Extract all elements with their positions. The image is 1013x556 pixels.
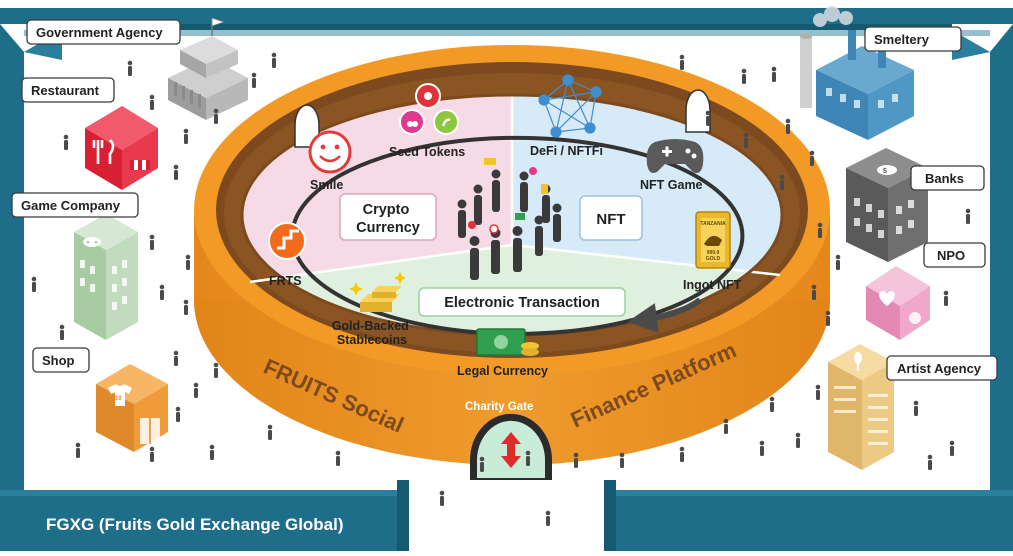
defi-nftfi-label: DeFi / NFTFi (530, 144, 603, 158)
frts-icon (268, 222, 306, 260)
microphone-icon (854, 352, 862, 371)
factory-icon (826, 88, 898, 108)
game-company-label: Game Company (21, 198, 121, 213)
svg-text:GOLD: GOLD (706, 256, 721, 262)
ingot-nft-label: Ingot NFT (683, 278, 742, 292)
shop-label: Shop (42, 353, 75, 368)
electronic-label-box (418, 287, 626, 317)
ingot-icon: TANZANIA 999.9 GOLD (695, 211, 731, 269)
restaurant-building[interactable] (85, 106, 158, 190)
nft-game-label: NFT Game (640, 178, 703, 192)
network-icon (538, 74, 602, 138)
legal-currency-label: Legal Currency (457, 364, 548, 378)
banks-label: Banks (925, 171, 964, 186)
electronic-section (242, 245, 782, 335)
restaurant-label: Restaurant (31, 83, 100, 98)
cycle-track (290, 135, 745, 336)
nft-label-box (579, 195, 643, 241)
page-title: FGXG (Fruits Gold Exchange Global) (46, 515, 344, 534)
electronic-transaction-label: Electronic Transaction (444, 295, 600, 311)
frts-label: FRTS (269, 274, 302, 288)
npo-building[interactable] (866, 266, 930, 340)
gamepad-icon (83, 237, 101, 247)
game-company-building[interactable] (74, 214, 138, 340)
seed-tokens-label: Seed Tokens (389, 145, 465, 159)
artist-agency-building[interactable] (828, 344, 894, 470)
artist-agency-label-box (886, 355, 998, 381)
gate-arrow-icon (501, 432, 521, 468)
crypto-label-box (339, 193, 437, 241)
crowd (31, 52, 971, 526)
smile-icon (308, 130, 352, 174)
smile-label: Smile (310, 178, 343, 192)
central-people (457, 158, 562, 280)
artist-agency-label: Artist Agency (897, 361, 982, 376)
bottom-wall (0, 480, 1013, 551)
banks-building[interactable]: $ (846, 148, 928, 262)
seed-tokens-icon (399, 83, 459, 135)
shop-building[interactable]: 10 (96, 364, 168, 452)
tshirt-icon: 10 (108, 384, 132, 406)
government-agency-label-box (26, 19, 181, 45)
crypto-currency-label: Crypto Currency (356, 202, 420, 236)
heart-hand-icon (879, 291, 895, 306)
money-bag-icon: $ (877, 165, 897, 175)
smeltery-label-box (864, 26, 962, 52)
nft-label: NFT (596, 211, 625, 228)
shop-label-box (32, 347, 90, 373)
gold-bars-icon (349, 272, 406, 312)
ring-arches (294, 89, 711, 148)
gamepad-icon (646, 139, 704, 173)
charity-gate-label: Charity Gate (465, 401, 533, 413)
cycle-arrow (627, 297, 702, 333)
svg-text:10: 10 (115, 396, 122, 402)
gold-backed-stablecoins-label: Gold-Backed Stablecoins (332, 319, 413, 347)
smeltery-building[interactable] (800, 6, 914, 140)
smeltery-label: Smeltery (874, 32, 930, 47)
svg-text:999.9: 999.9 (707, 250, 720, 256)
svg-text:TANZANIA: TANZANIA (700, 221, 726, 227)
government-agency-label: Government Agency (36, 25, 163, 40)
game-company-label-box (11, 192, 139, 218)
banknote-icon (476, 328, 539, 356)
fork-knife-icon (92, 139, 115, 164)
restaurant-label-box (21, 77, 115, 103)
svg-text:$: $ (883, 168, 887, 175)
government-building-icon (174, 82, 201, 108)
npo-label-box (923, 242, 986, 268)
banks-label-box (910, 165, 985, 191)
npo-label: NPO (937, 248, 965, 263)
